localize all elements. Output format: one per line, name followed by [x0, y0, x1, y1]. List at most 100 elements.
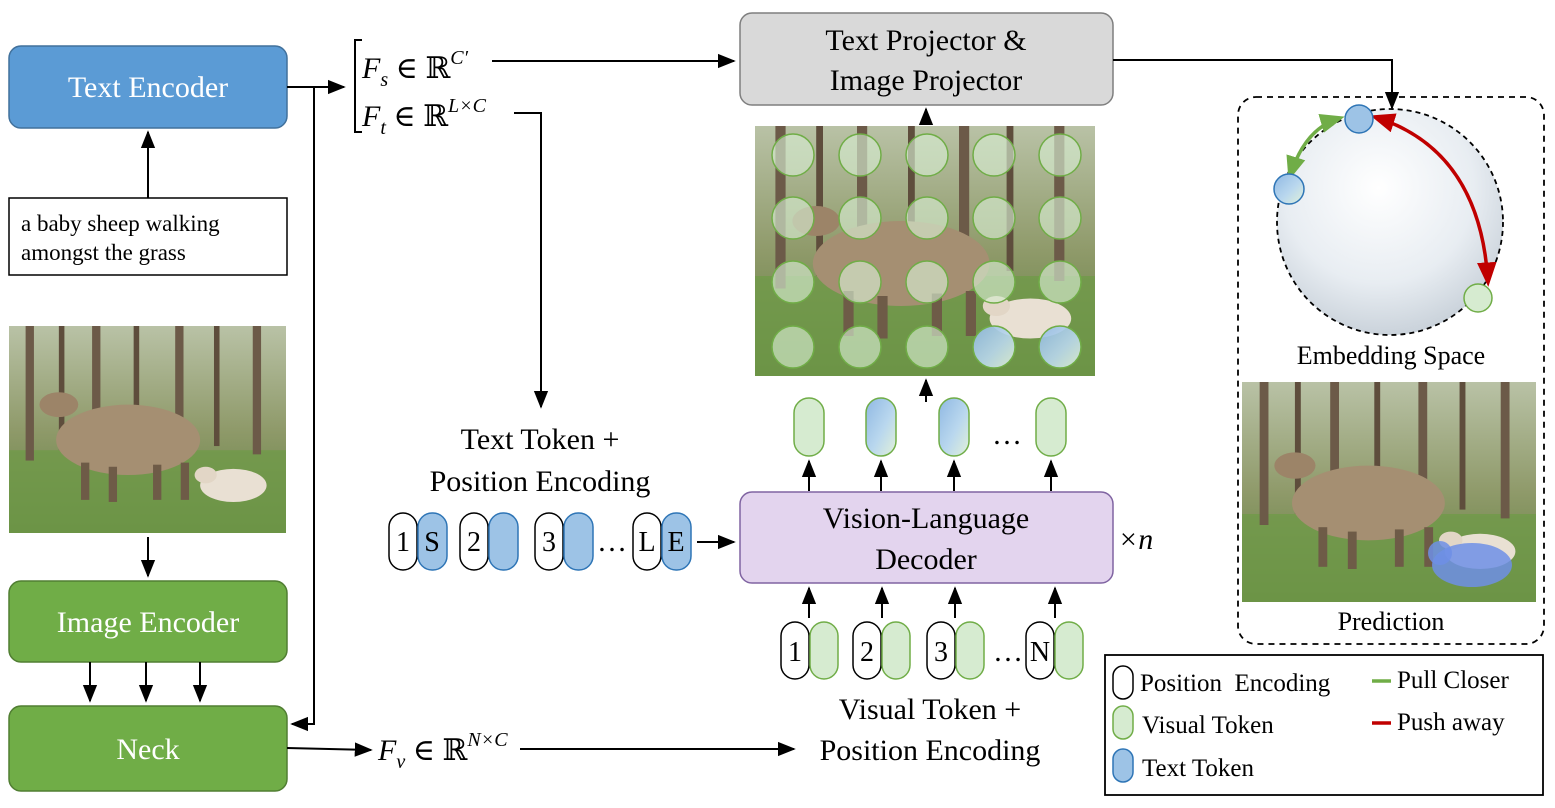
visual-token-ellipsis: …	[993, 635, 1023, 668]
text-token	[563, 512, 594, 571]
embedding-mixed-point	[1273, 173, 1305, 205]
visual-token-position	[780, 621, 810, 680]
grid-visual-token	[1038, 260, 1082, 304]
visual-token-position	[1025, 621, 1055, 680]
prediction-label: Prediction	[1338, 607, 1445, 636]
grid-visual-token	[1038, 133, 1082, 177]
decoder-block	[739, 491, 1114, 584]
grid-visual-token	[771, 133, 815, 177]
grid-text-token	[972, 325, 1016, 369]
text-token	[417, 512, 448, 571]
text-token-position-label: 3	[542, 527, 556, 558]
legend-box	[1104, 654, 1544, 796]
grid-visual-token	[838, 260, 882, 304]
embedding-panel	[1237, 96, 1545, 645]
grid-visual-token	[972, 260, 1016, 304]
legend-text-swatch	[1112, 748, 1134, 783]
grid-visual-token	[838, 196, 882, 240]
grid-visual-token	[771, 325, 815, 369]
grid-visual-token	[771, 260, 815, 304]
embedding-space-label: Embedding Space	[1297, 341, 1485, 370]
text-feature-to-neck-arrow	[290, 87, 315, 732]
text-token	[661, 512, 692, 571]
output-ellipsis: …	[992, 418, 1022, 451]
decoder-label-line-2: Decoder	[875, 543, 977, 576]
visual-token-position	[926, 621, 956, 680]
decoder-repeat-label: ×n	[1118, 523, 1153, 556]
visual-token	[1054, 621, 1084, 680]
feature-bracket	[354, 39, 362, 133]
decoder-label-line-1: Vision-Language	[823, 502, 1029, 535]
projector-label-line-1: Text Projector &	[825, 24, 1026, 57]
text-token	[488, 512, 519, 571]
text-token-position	[388, 512, 418, 571]
ft-to-text-tokens-arrow	[514, 112, 549, 409]
grid-visual-token	[838, 325, 882, 369]
visual-token-position-label: 3	[934, 637, 948, 668]
grid-visual-token	[972, 196, 1016, 240]
input-image	[9, 326, 286, 533]
caption-box	[8, 197, 288, 276]
grid-visual-token	[972, 133, 1016, 177]
output-token	[865, 397, 897, 457]
fs-feature-label: Fs ∈ ℝC′	[361, 47, 469, 91]
prediction-image	[1242, 382, 1536, 602]
grid-visual-token	[905, 260, 949, 304]
text-token-position-label: L	[638, 527, 655, 558]
neck-to-fv-arrow	[286, 742, 373, 757]
image-encoder-block	[8, 580, 288, 663]
fv-feature-label: Fv ∈ ℝN×C	[377, 729, 508, 773]
grid-visual-token	[1038, 196, 1082, 240]
grid-visual-token	[905, 196, 949, 240]
output-token	[1035, 397, 1067, 457]
visual-token	[955, 621, 985, 680]
text-token-label: E	[667, 527, 684, 558]
grid-text-token	[1038, 325, 1082, 369]
visual-token-position-label: 1	[788, 637, 802, 668]
visual-token-title-line-1: Visual Token +	[839, 693, 1021, 726]
text-token-position	[459, 512, 489, 571]
neck-label: Neck	[116, 733, 179, 766]
prediction-mask-head	[1428, 541, 1452, 565]
legend-position-label: Position Encoding	[1140, 670, 1331, 697]
visual-token-position-label: N	[1030, 637, 1050, 668]
text-token-position-label: 2	[467, 527, 481, 558]
output-token	[938, 397, 970, 457]
projector-to-embedding-arrow	[1113, 59, 1400, 110]
caption-line-1: a baby sheep walking	[21, 211, 220, 236]
push-away-arc	[1370, 113, 1497, 287]
text-token-label: S	[424, 527, 440, 558]
legend-visual-swatch	[1112, 705, 1134, 740]
projector-label-line-2: Image Projector	[830, 64, 1022, 97]
prediction-mask	[1432, 543, 1512, 587]
legend-push-label: Push away	[1397, 709, 1505, 736]
text-token-position	[632, 512, 662, 571]
grid-visual-token	[905, 325, 949, 369]
text-token-title-line-1: Text Token +	[461, 423, 620, 456]
ft-feature-label: Ft ∈ ℝL×C	[361, 95, 487, 139]
visual-token-position	[852, 621, 882, 680]
legend-visual-label: Visual Token	[1142, 712, 1274, 739]
pull-closer-arc	[1286, 113, 1345, 181]
legend-position-swatch	[1112, 665, 1134, 700]
text-token-position-label: 1	[396, 527, 410, 558]
image-encoder-label: Image Encoder	[57, 606, 239, 639]
visual-token-position-label: 2	[860, 637, 874, 668]
grid-visual-token	[905, 133, 949, 177]
caption-line-2: amongst the grass	[21, 240, 186, 265]
visual-token	[809, 621, 839, 680]
embedding-visual-point	[1463, 283, 1493, 313]
legend-pull-label: Pull Closer	[1397, 667, 1509, 694]
output-tokens	[793, 397, 1067, 491]
token-grid	[771, 133, 1082, 369]
visual-token	[881, 621, 911, 680]
text-token-ellipsis: …	[597, 525, 627, 558]
grid-visual-token	[771, 196, 815, 240]
embedding-text-point	[1344, 104, 1374, 134]
visual-token-title-line-2: Position Encoding	[820, 734, 1041, 767]
legend-text-label: Text Token	[1142, 755, 1254, 782]
output-token	[793, 397, 825, 457]
text-encoder-label: Text Encoder	[68, 71, 228, 104]
